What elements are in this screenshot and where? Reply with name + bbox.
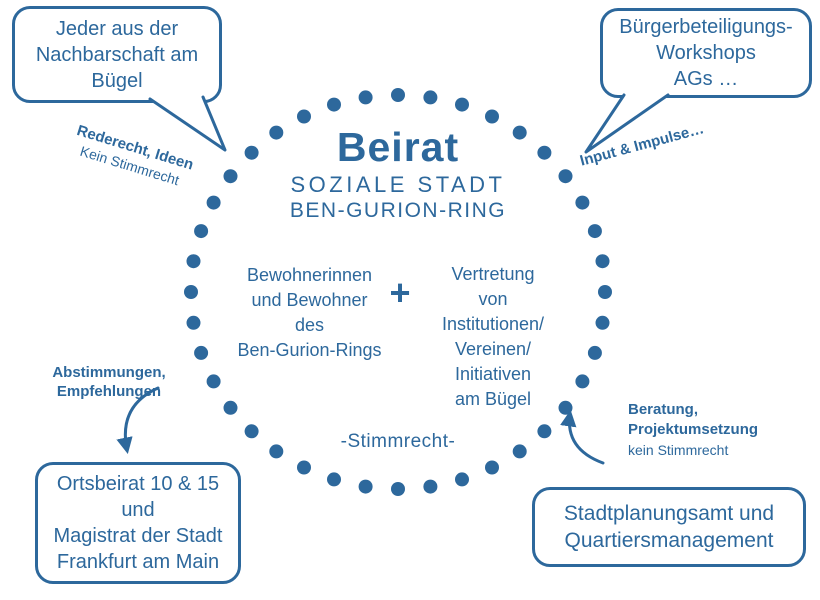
label-abstimmungen: Abstimmungen, Empfehlungen bbox=[40, 363, 178, 401]
label-abstimmungen-line2: Empfehlungen bbox=[56, 383, 162, 400]
label-beratung-line1: Beratung, bbox=[628, 401, 699, 418]
title-beirat: Beirat bbox=[336, 124, 460, 170]
bubble-tail-top-left bbox=[148, 95, 227, 152]
note-stimmrecht: -Stimmrecht- bbox=[340, 431, 456, 452]
plus-icon: + bbox=[389, 272, 411, 313]
label-beratung: Beratung, Projektumsetzung kein Stimmrec… bbox=[628, 400, 808, 460]
label-beratung-line2: Projektumsetzung bbox=[628, 421, 759, 438]
bubble-neighborhood: Jeder aus der Nachbarschaft am Bügel bbox=[12, 6, 222, 103]
box-ortsbeirat-magistrat: Ortsbeirat 10 & 15 und Magistrat der Sta… bbox=[35, 462, 241, 584]
group-bewohner: Bewohnerinnen und Bewohner des Ben-Gurio… bbox=[237, 265, 382, 360]
subtitle-soziale-stadt: SOZIALE STADT bbox=[290, 172, 506, 197]
label-beratung-line3: kein Stimmrecht bbox=[628, 442, 729, 458]
label-rederecht-ideen: Rederecht, Ideen Kein Stimmrecht bbox=[59, 118, 206, 196]
subtitle-ben-gurion-ring: BEN-GURION-RING bbox=[289, 199, 507, 222]
box-stadtplanungsamt: Stadtplanungsamt und Quartiersmanagement bbox=[532, 487, 806, 567]
arrow-from-stadtplanungsamt bbox=[560, 409, 605, 465]
group-vertretung: Vertretung von Institutionen/ Vereinen/ … bbox=[441, 264, 545, 409]
label-abstimmungen-line1: Abstimmungen, bbox=[52, 364, 166, 381]
bubble-workshops: Bürgerbeteiligungs- Workshops AGs … bbox=[600, 8, 812, 98]
label-input-impulse: Input & Impulse… bbox=[578, 120, 706, 170]
